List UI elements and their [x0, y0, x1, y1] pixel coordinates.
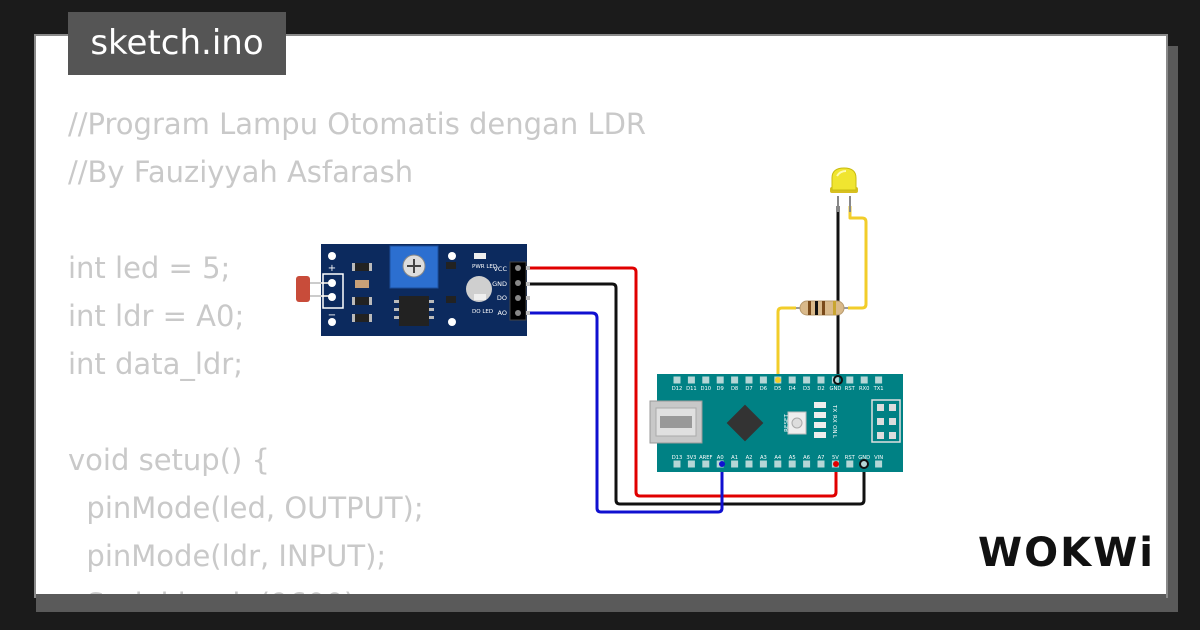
- nano-bottom-pin-label: 3V3: [686, 455, 696, 461]
- do-led-label: DO LED: [472, 309, 493, 315]
- nano-bottom-pin-label: GND: [858, 455, 870, 461]
- code-line: //By Fauziyyah Asfarash: [68, 155, 414, 189]
- wire-ao-a0[interactable]: [526, 311, 724, 514]
- nano-top-pin-label: D7: [745, 386, 752, 392]
- code-line: int led = 5;: [68, 251, 231, 285]
- nano-bottom-pin[interactable]: [875, 460, 883, 468]
- yellow-led[interactable]: [830, 167, 858, 212]
- nano-bottom-pin[interactable]: [817, 460, 825, 468]
- code-line: pinMode(ldr, INPUT);: [68, 539, 387, 573]
- code-line: int ldr = A0;: [68, 299, 245, 333]
- pin-gnd-label: GND: [492, 280, 507, 288]
- nano-bottom-pin[interactable]: [860, 460, 868, 468]
- nano-bottom-pin-label: 5V: [832, 455, 839, 461]
- nano-top-pin[interactable]: [702, 376, 710, 384]
- nano-top-pin-label: D6: [760, 386, 767, 392]
- nano-bottom-pin[interactable]: [731, 460, 739, 468]
- nano-top-pin-label: D4: [789, 386, 797, 392]
- nano-bottom-pin[interactable]: [702, 460, 710, 468]
- pin-ao-label: AO: [498, 309, 507, 317]
- nano-bottom-pin[interactable]: [687, 460, 695, 468]
- nano-top-pin[interactable]: [860, 376, 868, 384]
- nano-top-pin[interactable]: [731, 376, 739, 384]
- nano-bottom-pin[interactable]: [846, 460, 854, 468]
- nano-bottom-pin[interactable]: [788, 460, 796, 468]
- nano-top-pin-label: D2: [817, 386, 824, 392]
- pin-vcc-label: VCC: [493, 265, 507, 273]
- nano-top-pin[interactable]: [788, 376, 796, 384]
- ldr-sensor-module[interactable]: [296, 244, 530, 336]
- nano-top-pin[interactable]: [846, 376, 854, 384]
- nano-bottom-pin-label: A6: [803, 455, 810, 461]
- wire-gnd-gnd[interactable]: [526, 282, 866, 506]
- nano-top-pin[interactable]: [673, 376, 681, 384]
- nano-top-pin[interactable]: [759, 376, 767, 384]
- nano-bottom-pin-label: RST: [845, 455, 856, 461]
- nano-bottom-pin-label: VIN: [874, 455, 883, 461]
- wire-vcc-5v[interactable]: [526, 266, 838, 498]
- nano-top-pin[interactable]: [817, 376, 825, 384]
- wire-d5-resistor[interactable]: [776, 306, 796, 380]
- nano-bottom-pin-label: A3: [760, 455, 767, 461]
- nano-bottom-pin[interactable]: [774, 460, 782, 468]
- nano-top-pin-label: D8: [731, 386, 738, 392]
- ldr-minus-label: −: [328, 310, 336, 321]
- nano-bottom-pin[interactable]: [673, 460, 681, 468]
- code-line: void setup() {: [68, 443, 270, 477]
- nano-top-pin-label: RX0: [859, 386, 869, 392]
- code-line: pinMode(led, OUTPUT);: [68, 491, 424, 525]
- nano-top-pin-label: TX1: [873, 386, 884, 392]
- nano-top-pin-label: D10: [700, 386, 711, 392]
- nano-top-pin[interactable]: [745, 376, 753, 384]
- nano-top-pin-label: D3: [803, 386, 810, 392]
- arduino-nano-board[interactable]: [649, 374, 903, 472]
- resistor[interactable]: [796, 300, 848, 316]
- code-line: //Program Lampu Otomatis dengan LDR: [68, 107, 647, 141]
- wokwi-logo[interactable]: WOKWi: [975, 526, 1150, 576]
- pwr-led-label: PWR LED: [472, 264, 497, 270]
- card-bottom-edge: [36, 594, 1166, 614]
- nano-bottom-pin-label: A5: [789, 455, 796, 461]
- page-bottom-margin: [0, 612, 1200, 630]
- nano-top-pin-label: D9: [717, 386, 724, 392]
- nano-top-pin[interactable]: [687, 376, 695, 384]
- photoresistor: [296, 276, 310, 302]
- nano-bottom-pin[interactable]: [759, 460, 767, 468]
- led-label-on: ON: [831, 425, 837, 433]
- microcontroller-chip: [726, 404, 764, 442]
- nano-bottom-pin-label: D13: [672, 455, 683, 461]
- nano-top-pin[interactable]: [831, 376, 839, 384]
- pin-do-label: DO: [497, 294, 507, 302]
- wire-resistor-led[interactable]: [848, 206, 868, 310]
- nano-bottom-pin-label: AREF: [699, 455, 712, 461]
- wokwi-logo-text: WOKWi: [978, 530, 1150, 576]
- led-label-tx: TX: [831, 404, 837, 412]
- nano-top-pin-label: RST: [845, 386, 856, 392]
- file-tab-sketch[interactable]: sketch.ino: [68, 12, 286, 75]
- nano-top-pin[interactable]: [875, 376, 883, 384]
- led-label-l: L: [831, 435, 837, 439]
- nano-top-pin-label: D11: [686, 386, 697, 392]
- ldr-plus-label: +: [328, 263, 336, 274]
- nano-bottom-pin-label: A7: [818, 455, 825, 461]
- nano-bottom-pin-label: A4: [774, 455, 782, 461]
- nano-bottom-pin-label: A1: [731, 455, 738, 461]
- nano-top-pin[interactable]: [803, 376, 811, 384]
- reset-label: RESET: [784, 414, 790, 432]
- nano-top-pin-label: D12: [672, 386, 683, 392]
- nano-bottom-pin-label: A0: [717, 455, 724, 461]
- nano-top-pin-label: D5: [774, 386, 781, 392]
- nano-top-pin-label: GND: [829, 386, 841, 392]
- nano-bottom-pin[interactable]: [803, 460, 811, 468]
- project-preview-card: [34, 34, 1168, 598]
- nano-bottom-pin-label: A2: [746, 455, 753, 461]
- wires: [526, 206, 868, 514]
- nano-top-pin[interactable]: [716, 376, 724, 384]
- nano-bottom-pin[interactable]: [745, 460, 753, 468]
- code-line: int data_ldr;: [68, 347, 244, 381]
- led-label-rx: RX: [831, 415, 837, 423]
